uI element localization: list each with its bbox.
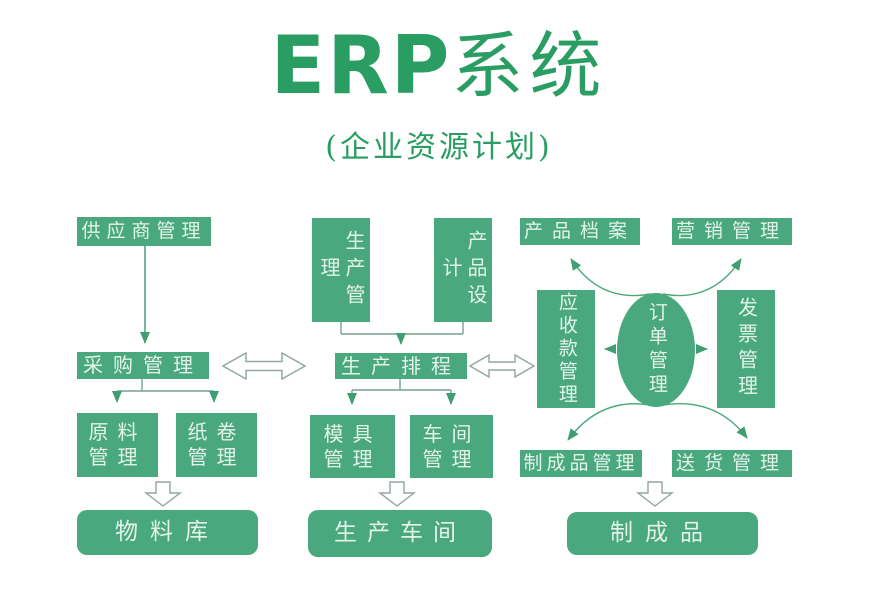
node-label: 采购管理 — [83, 353, 203, 377]
node-label: 原料 管理 — [89, 420, 147, 470]
node-order-management-ellipse: 订单管理 — [617, 293, 695, 407]
node-production-management: 生产管理 — [312, 218, 370, 322]
node-marketing-management: 营销管理 — [672, 218, 792, 245]
label-line-2: 管理 — [422, 446, 481, 471]
node-production-scheduling: 生产排程 — [335, 353, 467, 379]
node-invoice-management: 发票管理 — [717, 290, 775, 408]
node-product-archive: 产品档案 — [520, 218, 640, 245]
node-label: 车间 管理 — [423, 422, 481, 472]
node-production-workshop: 生产车间 — [308, 510, 492, 557]
node-paper-roll-management: 纸卷 管理 — [176, 413, 257, 477]
branch-purchasing-line — [117, 379, 214, 392]
node-supplier-management: 供应商管理 — [77, 217, 211, 246]
label-line-2: 管理 — [187, 445, 246, 469]
page-title: ERP系统 — [14, 26, 864, 106]
node-label: 模具 管理 — [324, 422, 382, 472]
label-line-1: 原料 — [88, 420, 147, 444]
block-arrow-to-finished-goods — [635, 481, 675, 507]
node-delivery-management: 送货管理 — [672, 450, 792, 477]
title-cjk-text: 系统 — [451, 24, 608, 108]
label-line-1: 纸卷 — [187, 420, 246, 444]
label-line-1: 车间 — [422, 421, 481, 446]
node-label: 生产排程 — [341, 353, 461, 378]
node-label: 生产车间 — [334, 520, 466, 547]
title-latin-text: ERP — [270, 19, 452, 112]
block-arrow-to-material-warehouse — [143, 481, 183, 507]
block-arrow-to-production-workshop — [377, 481, 417, 507]
node-label: 产品档案 — [523, 219, 636, 242]
arc-order-to-marketing — [662, 258, 742, 297]
node-label: 物料库 — [115, 519, 220, 546]
node-finished-goods: 制成品 — [567, 512, 758, 555]
arc-order-to-product-archive — [570, 258, 651, 297]
arc-order-to-finished-goods-mgmt — [567, 403, 651, 441]
node-label: 供应商管理 — [81, 219, 207, 242]
double-arrow-purchasing-scheduling — [221, 351, 307, 381]
node-raw-material-management: 原料 管理 — [77, 413, 158, 477]
node-label: 送货管理 — [675, 451, 788, 474]
node-label: 生产管理 — [317, 229, 366, 311]
double-arrow-scheduling-receivables — [468, 353, 536, 379]
merge-production-design-line — [340, 322, 464, 335]
label-line-2: 管理 — [88, 445, 147, 469]
arc-order-to-delivery — [662, 403, 748, 439]
node-label: 应收款管理 — [555, 291, 578, 407]
node-label: 发票管理 — [734, 297, 759, 401]
page-subtitle: (企业资源计划) — [325, 130, 553, 165]
node-label: 产品设计 — [439, 229, 488, 311]
node-label: 订单管理 — [645, 302, 668, 398]
node-workshop-management: 车间 管理 — [410, 415, 493, 478]
node-label: 纸卷 管理 — [188, 420, 246, 470]
diagram-header: ERP系统 (企业资源计划) — [14, 26, 864, 166]
node-finished-goods-management: 制成品管理 — [520, 450, 642, 477]
branch-scheduling-line — [352, 379, 451, 391]
node-purchasing-management: 采购管理 — [77, 352, 209, 379]
node-material-warehouse: 物料库 — [77, 510, 258, 555]
node-label: 营销管理 — [675, 219, 788, 242]
node-mold-management: 模具 管理 — [310, 415, 395, 478]
node-receivables-management: 应收款管理 — [537, 290, 595, 408]
node-label: 制成品管理 — [523, 451, 639, 474]
node-label: 制成品 — [610, 520, 715, 547]
label-line-1: 模具 — [323, 421, 382, 446]
node-product-design: 产品设计 — [434, 218, 492, 322]
label-line-2: 管理 — [323, 446, 382, 471]
